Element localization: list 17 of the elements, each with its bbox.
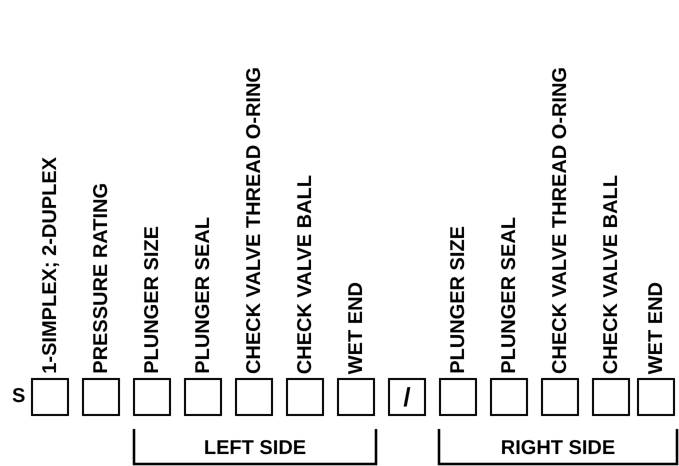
field-label: PLUNGER SIZE: [141, 226, 163, 374]
field-label: CHECK VALVE THREAD O-RING: [243, 66, 265, 374]
separator-mark: /: [402, 380, 412, 414]
field-label: CHECK VALVE THREAD O-RING: [549, 66, 571, 374]
side-label: RIGHT SIDE: [500, 437, 616, 460]
field-label: PRESSURE RATING: [90, 183, 112, 374]
field-label: CHECK VALVE BALL: [294, 174, 316, 374]
side-label: LEFT SIDE: [204, 437, 306, 460]
prefix-letter: S: [12, 385, 26, 408]
field-label: 1-SIMPLEX; 2-DUPLEX: [39, 157, 61, 374]
code-box: [388, 378, 426, 416]
field-label: WET END: [345, 282, 367, 374]
field-label: WET END: [645, 282, 667, 374]
field-label: CHECK VALVE BALL: [600, 174, 622, 374]
field-label: PLUNGER SEAL: [192, 217, 214, 374]
field-label: PLUNGER SIZE: [447, 226, 469, 374]
field-label: PLUNGER SEAL: [498, 217, 520, 374]
